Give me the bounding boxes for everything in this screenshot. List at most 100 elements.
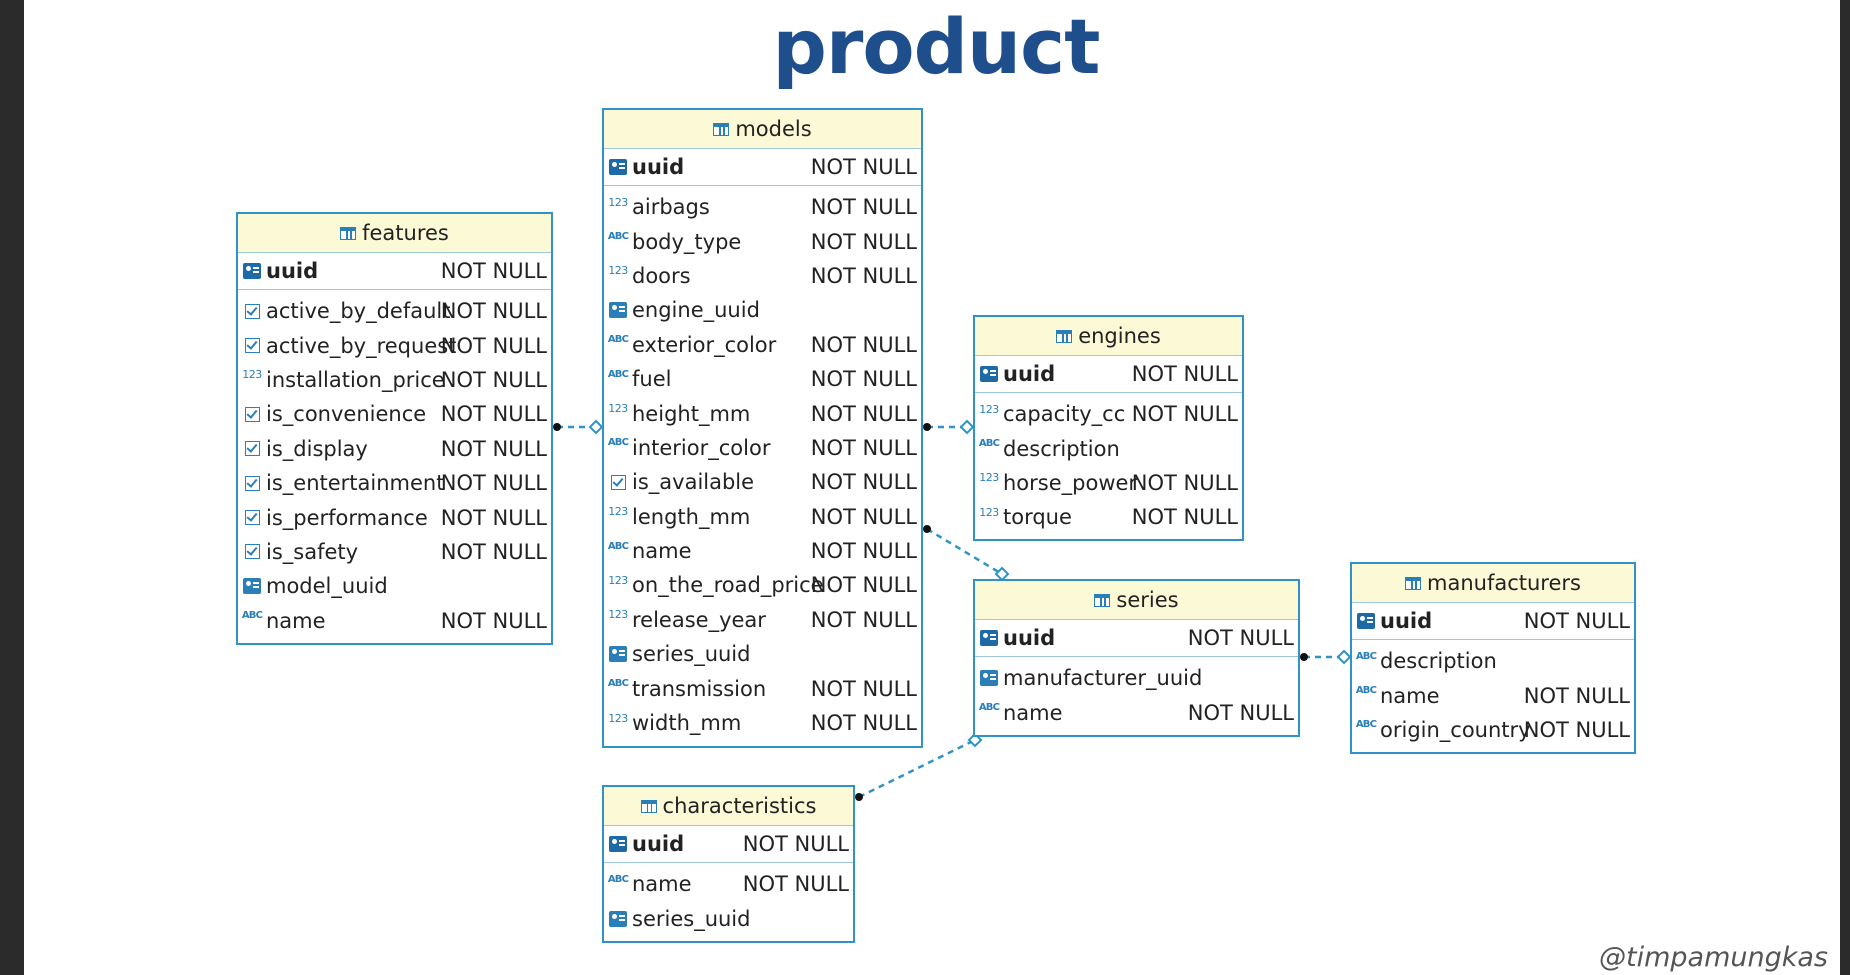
column-constraint: NOT NULL (440, 505, 547, 530)
column-name: height_mm (632, 401, 751, 426)
text-icon: ABC (607, 334, 629, 346)
column-row[interactable]: is_performance NOT NULL (238, 500, 551, 534)
table-name: models (735, 117, 812, 141)
column-row[interactable]: series_uuid (604, 901, 853, 935)
column-constraint: NOT NULL (440, 333, 547, 358)
column-name: active_by_default (266, 299, 451, 324)
column-name: engine_uuid (632, 298, 760, 323)
column-name: name (1003, 700, 1063, 725)
column-row[interactable]: engine_uuid (604, 293, 921, 327)
checkbox-icon (241, 475, 263, 491)
column-name: is_safety (266, 539, 359, 564)
column-constraint: NOT NULL (810, 676, 917, 701)
column-constraint: NOT NULL (440, 367, 547, 392)
key-icon (978, 670, 1000, 687)
column-row[interactable]: series_uuid (604, 637, 921, 671)
numeric-icon: 123 (608, 264, 628, 278)
numeric-icon: 123 (979, 505, 999, 519)
column-constraint: NOT NULL (810, 470, 917, 495)
column-row[interactable]: manufacturer_uuid (975, 661, 1298, 695)
text-icon: ABC (1355, 650, 1377, 662)
column-name: fuel (632, 367, 672, 392)
relation-end-diamond (588, 419, 604, 435)
column-constraint: NOT NULL (810, 155, 917, 179)
right-dark-border (1840, 0, 1850, 975)
relation-end-diamond (967, 732, 983, 748)
text-icon: ABC (1355, 719, 1377, 731)
column-constraint: NOT NULL (440, 402, 547, 427)
column-name: name (632, 872, 692, 897)
column-name: is_performance (266, 505, 428, 530)
column-constraint: NOT NULL (1187, 700, 1294, 725)
column-name: release_year (632, 607, 766, 632)
text-icon: ABC (241, 610, 263, 622)
column-name: airbags (632, 195, 710, 220)
table-name: engines (1078, 324, 1161, 348)
table-icon (1056, 329, 1073, 343)
column-name: uuid (632, 832, 685, 856)
relation-end-dot (855, 793, 863, 801)
column-constraint: NOT NULL (1131, 470, 1238, 495)
column-name: series_uuid (632, 642, 751, 667)
checkbox-icon (241, 338, 263, 354)
column-name: uuid (1003, 362, 1056, 386)
numeric-icon: 123 (608, 608, 628, 622)
key-icon (1355, 613, 1377, 629)
table-icon (1094, 593, 1111, 607)
column-constraint: NOT NULL (810, 332, 917, 357)
table-name: characteristics (662, 794, 817, 818)
column-constraint: NOT NULL (810, 539, 917, 564)
column-constraint: NOT NULL (440, 471, 547, 496)
column-name: capacity_cc (1003, 402, 1126, 427)
column-name: name (266, 608, 326, 633)
relation-end-diamond (1336, 649, 1352, 665)
numeric-icon: 123 (608, 573, 628, 587)
text-icon: ABC (607, 368, 629, 380)
column-row[interactable]: model_uuid (238, 569, 551, 603)
column-name: exterior_color (632, 332, 777, 357)
